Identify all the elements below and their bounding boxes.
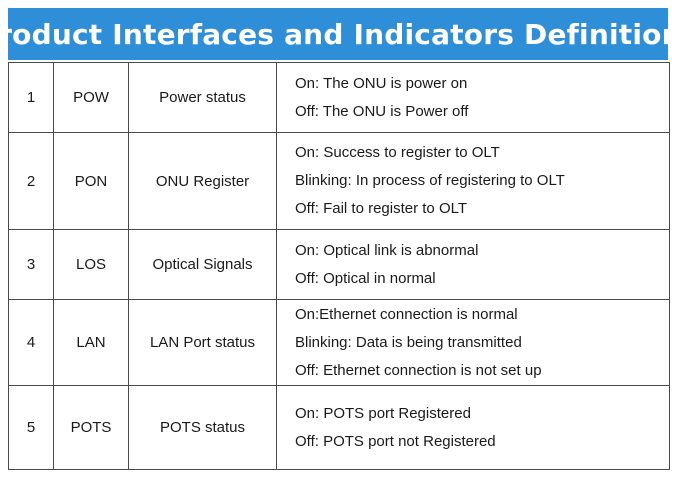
page-title: Product Interfaces and Indicators Defini… — [0, 17, 677, 51]
indicator-name: Optical Signals — [128, 229, 277, 300]
description-line: Off: Ethernet connection is not set up — [295, 361, 542, 379]
indicator-name: ONU Register — [128, 132, 277, 230]
indicator-description: On: The ONU is power on Off: The ONU is … — [276, 62, 670, 133]
row-number: 2 — [8, 132, 54, 230]
description-line: Off: POTS port not Registered — [295, 432, 496, 450]
row-number: 5 — [8, 385, 54, 470]
row-number: 4 — [8, 299, 54, 386]
indicator-description: On: Success to register to OLT Blinking:… — [276, 132, 670, 230]
indicator-code: POTS — [53, 385, 129, 470]
description-line: Blinking: In process of registering to O… — [295, 172, 565, 189]
description-line: On: Optical link is abnormal — [295, 241, 479, 259]
title-banner: Product Interfaces and Indicators Defini… — [0, 8, 677, 60]
table-row: 4 LAN LAN Port status On:Ethernet connec… — [8, 299, 670, 386]
indicator-description: On: POTS port Registered Off: POTS port … — [276, 385, 670, 470]
indicator-name: POTS status — [128, 385, 277, 470]
indicator-name: LAN Port status — [128, 299, 277, 386]
indicator-description: On:Ethernet connection is normal Blinkin… — [276, 299, 670, 386]
indicator-code: LOS — [53, 229, 129, 300]
description-line: Off: Fail to register to OLT — [295, 200, 468, 217]
description-line: On:Ethernet connection is normal — [295, 305, 518, 323]
description-line: Blinking: Data is being transmitted — [295, 333, 522, 351]
indicator-code: POW — [53, 62, 129, 133]
table-row: 3 LOS Optical Signals On: Optical link i… — [8, 229, 670, 300]
row-number: 3 — [8, 229, 54, 300]
indicator-code: PON — [53, 132, 129, 230]
description-line: Off: The ONU is Power off — [295, 102, 469, 120]
description-line: On: Success to register to OLT — [295, 144, 500, 161]
table-row: 5 POTS POTS status On: POTS port Registe… — [8, 385, 670, 470]
table-row: 1 POW Power status On: The ONU is power … — [8, 62, 670, 133]
description-line: Off: Optical in normal — [295, 269, 436, 287]
description-line: On: The ONU is power on — [295, 74, 468, 92]
row-number: 1 — [8, 62, 54, 133]
description-line: On: POTS port Registered — [295, 404, 471, 422]
indicator-name: Power status — [128, 62, 277, 133]
definitions-table: 1 POW Power status On: The ONU is power … — [8, 62, 670, 470]
indicator-code: LAN — [53, 299, 129, 386]
indicator-description: On: Optical link is abnormal Off: Optica… — [276, 229, 670, 300]
table-row: 2 PON ONU Register On: Success to regist… — [8, 132, 670, 230]
